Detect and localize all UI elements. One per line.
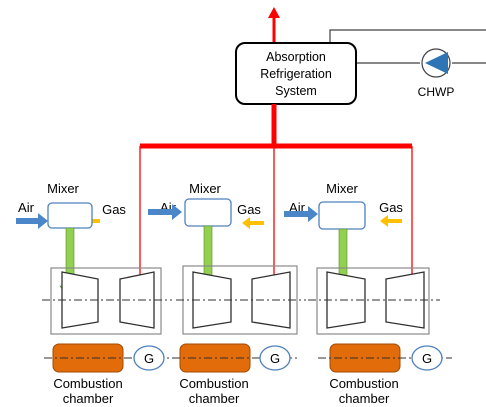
combustor-generator-3: G Combustion chamber bbox=[318, 343, 452, 406]
absorption-refrigeration-system: Absorption Refrigeration System bbox=[235, 42, 357, 105]
turbine bbox=[251, 271, 291, 329]
generator-icon bbox=[259, 345, 291, 371]
combustor-generator-1: G Combustion chamber bbox=[44, 343, 172, 406]
mixer-label: Mixer bbox=[189, 181, 221, 196]
gas-label: Gas bbox=[379, 200, 403, 215]
chilled-water-line-top bbox=[329, 29, 486, 44]
turbine-unit-3: Mixer Air Gas bbox=[284, 181, 440, 335]
combustor-generator-2: G Combustion chamber bbox=[172, 343, 300, 406]
absorption-label-line1: Absorption bbox=[266, 50, 326, 64]
absorption-label-line2: Refrigeration bbox=[260, 67, 332, 81]
gas-turbine-casing bbox=[50, 267, 162, 335]
generator-label: G bbox=[144, 351, 154, 366]
turbine-unit-1: Mixer Air Gas bbox=[16, 181, 172, 335]
chwp-label: CHWP bbox=[418, 85, 455, 99]
absorption-label-line3: System bbox=[275, 84, 317, 98]
mixer-label: Mixer bbox=[326, 181, 358, 196]
combustion-label-line2: chamber bbox=[189, 391, 240, 406]
generator-label: G bbox=[270, 351, 280, 366]
mixer-box bbox=[318, 201, 366, 230]
combustion-label-line2: chamber bbox=[63, 391, 114, 406]
mixer-label: Mixer bbox=[47, 181, 79, 196]
generator-icon bbox=[133, 345, 165, 371]
chwp-pump: CHWP bbox=[418, 48, 455, 99]
gas-label: Gas bbox=[237, 202, 261, 217]
gas-arrow bbox=[380, 215, 402, 227]
air-arrow bbox=[16, 213, 48, 229]
turbine bbox=[119, 271, 155, 329]
air-arrow bbox=[148, 204, 182, 220]
mixer-box bbox=[47, 202, 93, 229]
combustion-label-line2: chamber bbox=[339, 391, 390, 406]
mixer-box bbox=[184, 198, 232, 227]
combustion-label-line1: Combustion bbox=[329, 376, 398, 391]
air-arrow bbox=[284, 206, 318, 222]
air-label: Air bbox=[18, 200, 35, 215]
gas-label: Gas bbox=[102, 202, 126, 217]
turbine-unit-2: Mixer Air Gas bbox=[148, 181, 306, 335]
combustion-label-line1: Combustion bbox=[53, 376, 122, 391]
generator-icon bbox=[411, 345, 443, 371]
combustion-label-line1: Combustion bbox=[179, 376, 248, 391]
exhaust-arrowhead bbox=[268, 7, 280, 18]
gas-turbine-casing bbox=[316, 267, 430, 335]
generator-label: G bbox=[422, 351, 432, 366]
gas-arrow bbox=[242, 217, 264, 229]
